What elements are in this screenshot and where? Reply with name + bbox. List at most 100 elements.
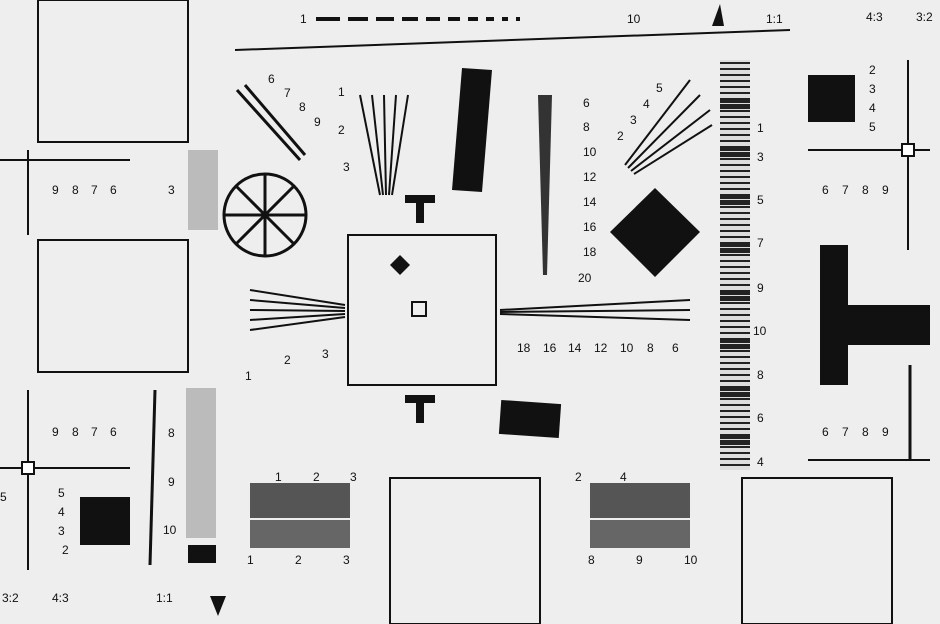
scale-label-center-vertical-scale: 16	[583, 220, 597, 234]
bottom-mini-chart-center	[389, 477, 541, 624]
scale-label-left-bar-scale: 8	[168, 426, 175, 440]
strip-stripe	[720, 152, 750, 157]
t-block-top	[405, 195, 435, 223]
scale-label-left-bottom-vertical: 4	[58, 505, 65, 519]
scale-label-right-top-vertical: 5	[869, 120, 876, 134]
strip-stripe	[720, 416, 750, 418]
scale-label-right-bar-scale: 1	[757, 121, 764, 135]
left-mini-chart-mid	[37, 239, 189, 373]
strip-stripe	[720, 206, 750, 208]
strip-stripe	[720, 326, 750, 328]
strip-stripes	[720, 62, 750, 466]
scale-label-bottom-left-upper: 3	[350, 470, 357, 484]
strip-stripe	[720, 224, 750, 226]
strip-stripe	[720, 194, 750, 199]
aspect-3-2-bottom: 3:2	[2, 591, 19, 605]
strip-stripe	[720, 296, 750, 301]
strip-stripe	[720, 290, 750, 295]
scale-label-right-top-horizontal: 7	[842, 183, 849, 197]
left-mini-chart-top	[37, 0, 189, 143]
bottom-bars-right-lower	[590, 520, 690, 548]
t-block-center	[405, 395, 435, 423]
strip-stripe	[720, 248, 750, 253]
strip-stripe	[720, 356, 750, 358]
scale-label-fan-diagonal-left: 6	[268, 72, 275, 86]
scale-label-center-horizontal-scale: 6	[672, 341, 679, 355]
scale-label-right-bar-scale: 3	[757, 150, 764, 164]
right-black-square	[808, 75, 855, 122]
strip-stripe	[720, 464, 750, 466]
strip-stripe	[720, 212, 750, 214]
scale-label-fan-left-scale: 1	[338, 85, 345, 99]
scale-label-left-top-horizontal: 7	[91, 183, 98, 197]
strip-stripe	[720, 350, 750, 352]
scale-label-center-horizontal-scale: 16	[543, 341, 557, 355]
strip-stripe	[720, 392, 750, 397]
scale-label-right-mid-horizontal: 7	[842, 425, 849, 439]
bottom-mini-chart-right	[741, 477, 893, 624]
scale-label-left-small: 3	[168, 183, 175, 197]
black-block	[498, 399, 562, 439]
scale-label-fan-diagonal-left: 8	[299, 100, 306, 114]
strip-stripe	[720, 110, 750, 112]
scale-label-fan-diagonal-left: 7	[284, 86, 291, 100]
siemens-wheel	[222, 172, 308, 258]
scale-label-center-vertical-scale: 10	[583, 145, 597, 159]
scale-label-fan-diagonal-right: 5	[656, 81, 663, 95]
scale-label-fan-diagonal-left: 9	[314, 115, 321, 129]
aspect-3-2-top: 3:2	[916, 10, 933, 24]
strip-stripe	[720, 92, 750, 94]
scale-label-left-bar-scale: 10	[163, 523, 177, 537]
strip-stripe	[720, 320, 750, 322]
scale-label-right-bar-scale: 8	[757, 368, 764, 382]
strip-stripe	[720, 404, 750, 406]
strip-stripe	[720, 260, 750, 262]
scale-label-fan-left-scale: 3	[343, 160, 350, 174]
strip-stripe	[720, 170, 750, 172]
strip-stripe	[720, 68, 750, 70]
strip-stripe	[720, 182, 750, 184]
strip-stripe	[720, 242, 750, 247]
strip-stripe	[720, 344, 750, 349]
scale-label-right-bar-scale: 7	[757, 236, 764, 250]
strip-stripe	[720, 458, 750, 460]
strip-stripe	[720, 140, 750, 142]
left-cross-target	[21, 461, 35, 475]
strip-stripe	[720, 308, 750, 310]
scale-label-left-bottom-vertical: 2	[62, 543, 69, 557]
scale-label-bottom-right-upper: 4	[620, 470, 627, 484]
scale-label-bottom-right-lower: 10	[684, 553, 698, 567]
bottom-bars-left-lower	[250, 520, 350, 548]
strip-stripe	[720, 146, 750, 151]
center-black-bar	[452, 68, 492, 192]
bottom-bars-right-upper	[590, 483, 690, 518]
strip-stripe	[720, 272, 750, 274]
scale-label-left-mid-horizontal: 8	[72, 425, 79, 439]
strip-stripe	[720, 452, 750, 454]
scale-label-left-top-horizontal: 9	[52, 183, 59, 197]
small-diamond	[390, 255, 410, 275]
scale-label-right-mid-horizontal: 9	[882, 425, 889, 439]
scale-label-right-top-vertical: 4	[869, 101, 876, 115]
scale-label-left-mid-horizontal: 7	[91, 425, 98, 439]
scale-label-center-vertical-scale: 12	[583, 170, 597, 184]
strip-stripe	[720, 410, 750, 412]
scale-label-center-vertical-scale: 14	[583, 195, 597, 209]
scale-label-fan-diagonal-right: 2	[617, 129, 624, 143]
aspect-4-3-top: 4:3	[866, 10, 883, 24]
strip-stripe	[720, 266, 750, 268]
fan-diagonal-right	[624, 79, 713, 175]
strip-stripe	[720, 176, 750, 178]
scale-label-center-horizontal-scale: 8	[647, 341, 654, 355]
scale-label-bottom-left-lower: 1	[247, 553, 254, 567]
scale-label-left-top-horizontal: 6	[110, 183, 117, 197]
strip-stripe	[720, 218, 750, 220]
scale-label-left-mid-horizontal: 6	[110, 425, 117, 439]
left-small-strip	[188, 150, 218, 230]
scale-label-left-edge: 5	[0, 490, 7, 504]
strip-stripe	[720, 80, 750, 82]
scale-label-bottom-left-lower: 3	[343, 553, 350, 567]
